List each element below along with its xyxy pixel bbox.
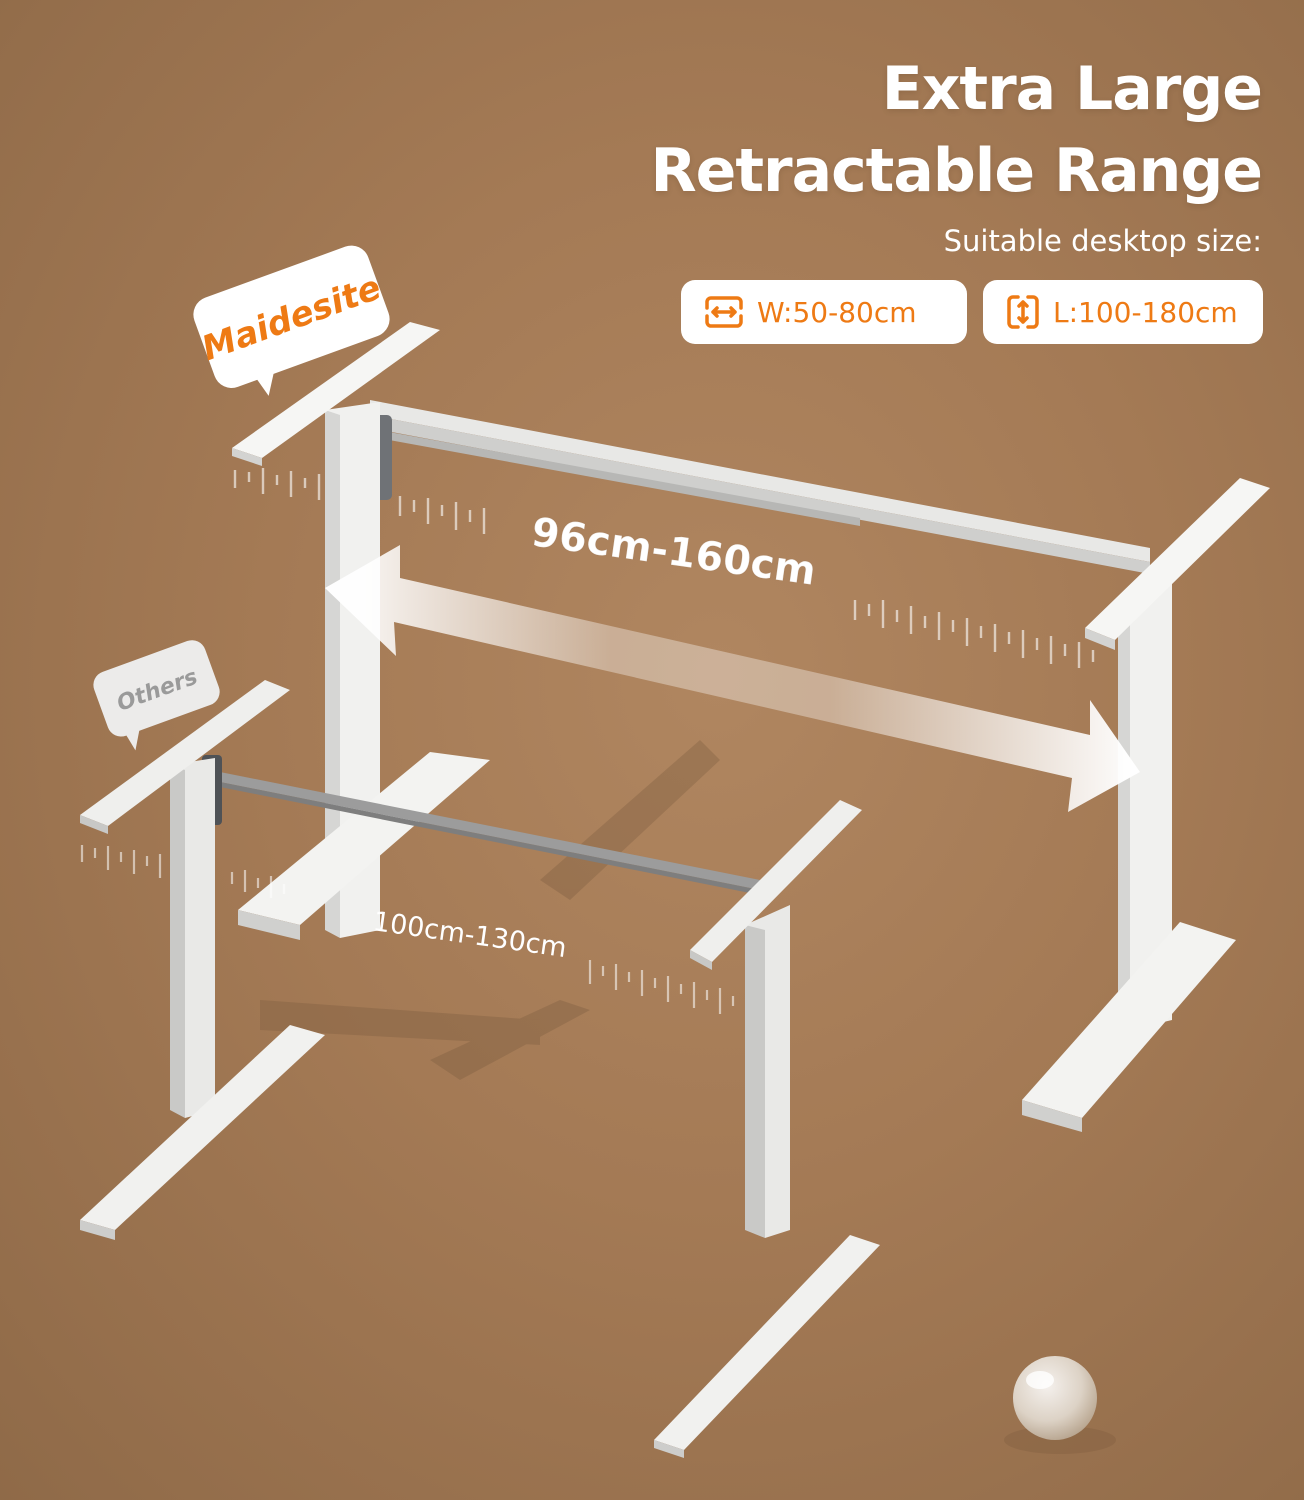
others-frame — [80, 680, 880, 1458]
ruler-ticks-large — [233, 468, 1095, 668]
range-arrow-icon — [325, 545, 1140, 812]
maidesite-tag: Maidesite — [193, 245, 390, 396]
ruler-ticks-small — [80, 845, 735, 1014]
headline-line-2: Retractable Range — [650, 136, 1263, 206]
desktop-size-subtitle: Suitable desktop size: — [943, 224, 1262, 258]
others-tag: Others — [93, 640, 220, 751]
headline: Extra Large Retractable Range — [650, 48, 1263, 212]
width-spec-badge: W:50-80cm — [681, 280, 967, 344]
range-label-large: 96cm-160cm — [529, 509, 819, 594]
range-label-small: 100cm-130cm — [371, 906, 569, 964]
headline-line-1: Extra Large — [881, 54, 1263, 124]
glass-ball — [1004, 1356, 1116, 1454]
width-spec-label: W:50-80cm — [757, 295, 917, 329]
length-expand-icon — [1003, 291, 1043, 333]
length-spec-label: L:100-180cm — [1053, 295, 1238, 329]
width-expand-icon — [701, 292, 747, 332]
drive-shaft — [378, 430, 860, 526]
length-spec-badge: L:100-180cm — [983, 280, 1263, 344]
